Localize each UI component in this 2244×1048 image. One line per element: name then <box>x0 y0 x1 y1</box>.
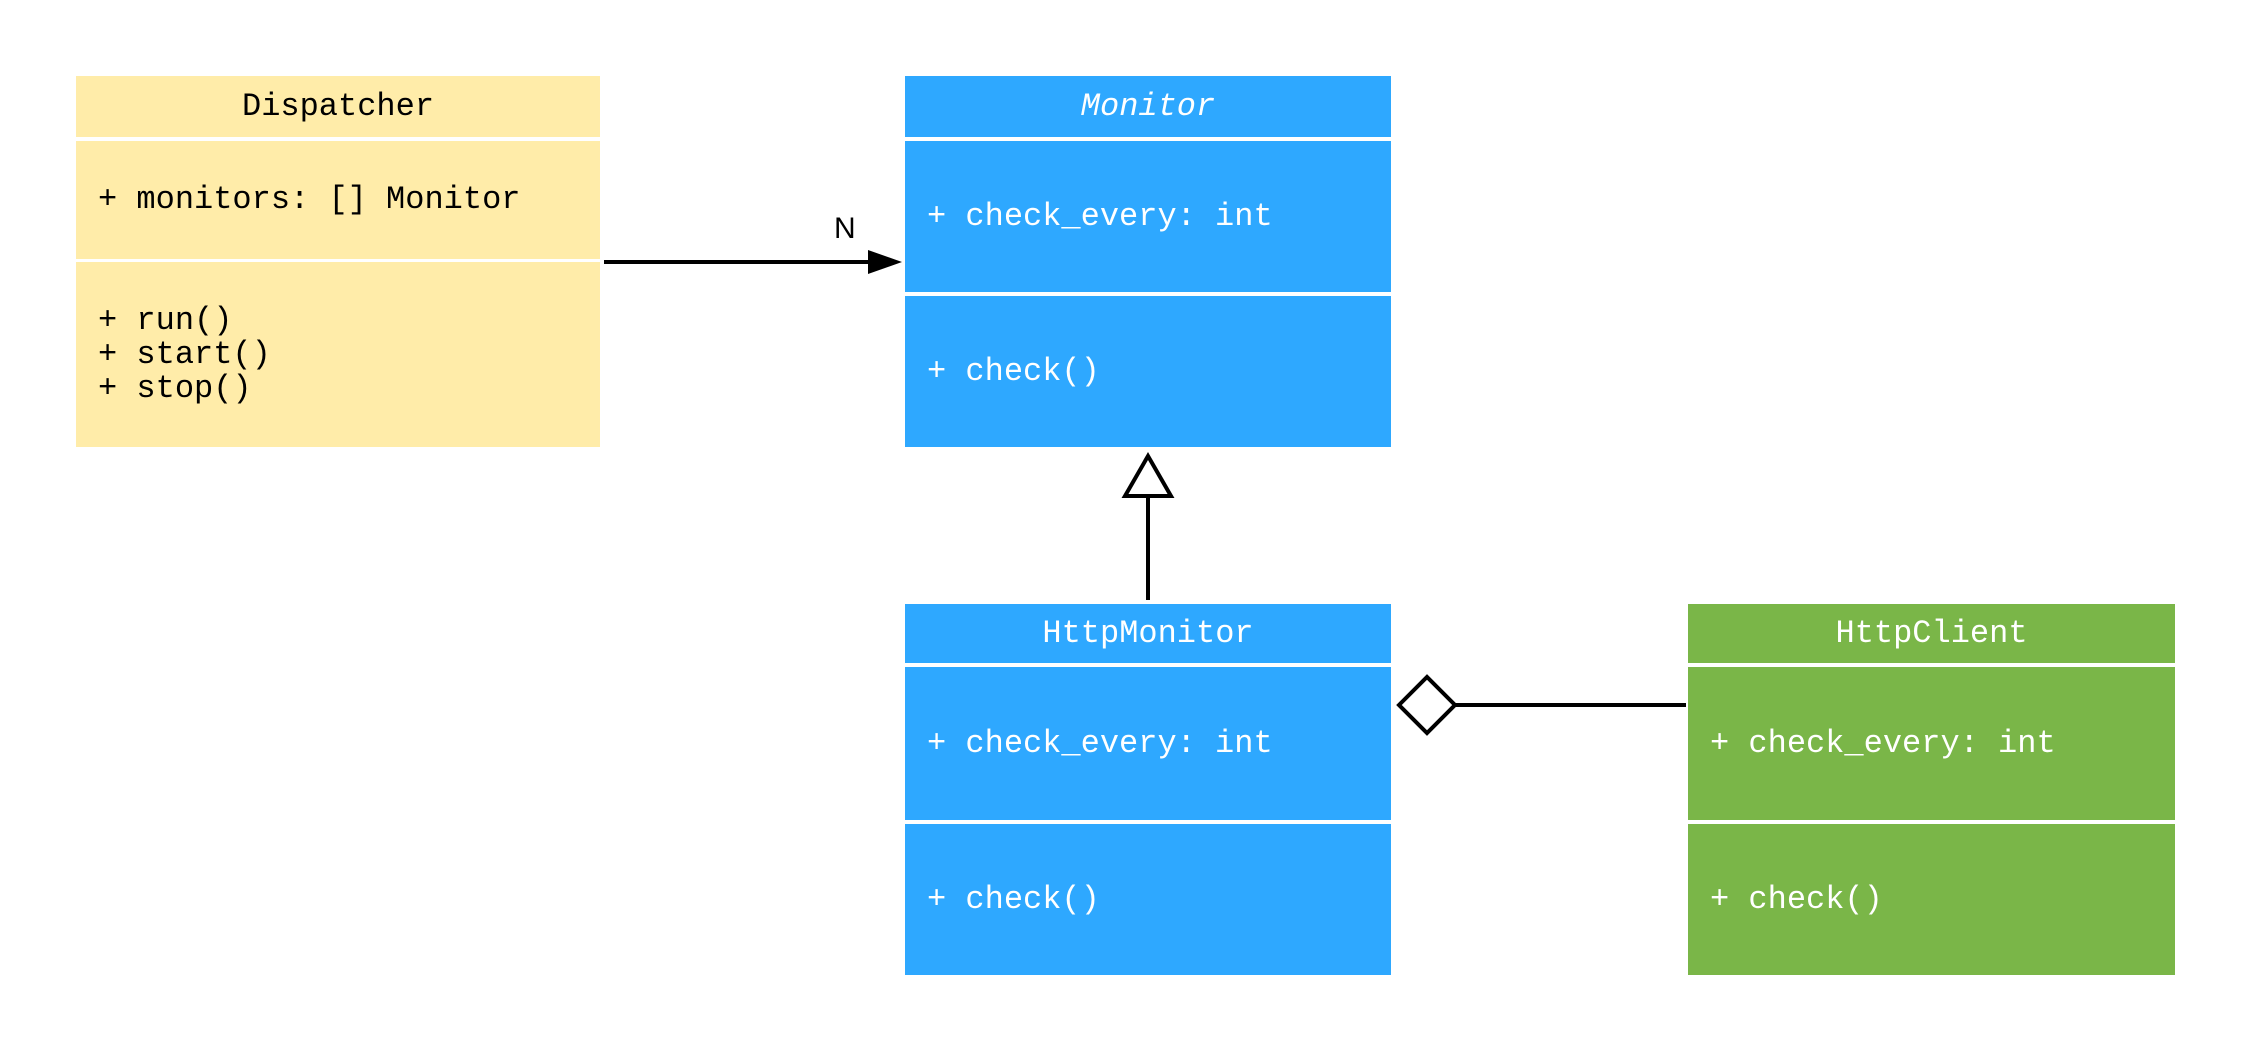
attribute: + monitors: [] Monitor <box>98 181 521 218</box>
class-http-client[interactable]: HttpClient + check_every: int + check() <box>1688 604 2175 975</box>
class-monitor[interactable]: Monitor + check_every: int + check() <box>905 76 1391 447</box>
method: + check() <box>927 880 1100 918</box>
method: + check() <box>927 352 1100 390</box>
methods: + check() <box>905 296 1391 447</box>
method: + start() <box>98 335 271 373</box>
class-dispatcher[interactable]: Dispatcher + monitors: [] Monitor + run(… <box>76 76 600 447</box>
methods: + check() <box>905 824 1391 975</box>
multiplicity-label: N <box>834 212 856 245</box>
class-http-monitor[interactable]: HttpMonitor + check_every: int + check() <box>905 604 1391 975</box>
attributes: + check_every: int <box>1688 667 2175 820</box>
attribute: + check_every: int <box>927 724 1273 762</box>
class-name: Monitor <box>905 76 1391 137</box>
generalization-arrow <box>1121 451 1175 600</box>
association-arrow <box>604 250 902 274</box>
class-name: Dispatcher <box>76 76 600 137</box>
attributes: + check_every: int <box>905 667 1391 820</box>
attribute: + check_every: int <box>927 197 1273 235</box>
methods: + check() <box>1688 824 2175 975</box>
method: + stop() <box>98 369 252 407</box>
method: + check() <box>1710 880 1883 918</box>
method: + run() <box>98 301 233 339</box>
class-name: HttpMonitor <box>905 604 1391 663</box>
attributes: + check_every: int <box>905 141 1391 292</box>
class-name: HttpClient <box>1688 604 2175 663</box>
attribute: + check_every: int <box>1710 724 2056 762</box>
aggregation-diamond <box>1396 674 1686 736</box>
attributes: + monitors: [] Monitor <box>76 141 600 259</box>
methods: + run() + start() + stop() <box>76 262 600 447</box>
